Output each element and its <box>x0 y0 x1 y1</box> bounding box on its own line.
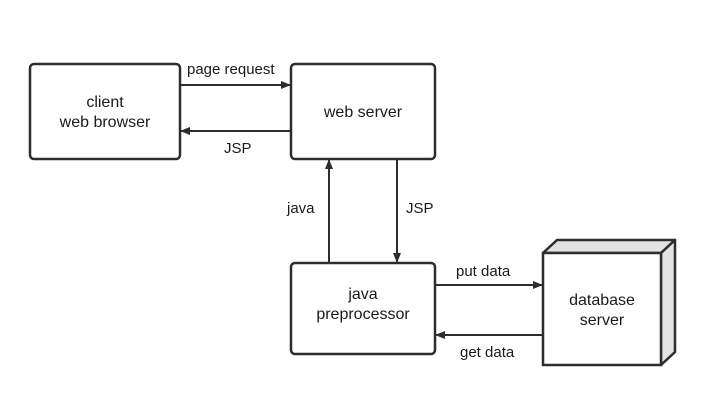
java-up-label: java <box>286 200 315 217</box>
preprocessor-label-line2: preprocessor <box>316 306 410 323</box>
jsp-to-client-edge: JSP <box>180 127 290 157</box>
jsp-to-client-label: JSP <box>224 140 252 157</box>
java-up-edge: java <box>286 159 333 262</box>
web-server-label: web server <box>323 104 403 121</box>
page-request-label: page request <box>187 61 275 78</box>
java-preprocessor-node: java preprocessor <box>289 261 437 356</box>
preprocessor-label-line1: java <box>347 286 377 303</box>
web-server-node: web server <box>289 62 437 161</box>
jsp-down-label: JSP <box>406 200 434 217</box>
get-data-label: get data <box>460 344 515 361</box>
get-data-edge: get data <box>435 331 542 361</box>
database-front-face <box>541 251 663 367</box>
database-side-face <box>659 238 677 367</box>
page-request-edge: page request <box>181 61 291 89</box>
client-web-browser-node: client web browser <box>28 62 182 161</box>
database-label-line2: server <box>580 312 625 329</box>
put-data-edge: put data <box>436 263 543 289</box>
client-label-line1: client <box>86 94 124 111</box>
client-label-line2: web browser <box>59 114 151 131</box>
put-data-label: put data <box>456 263 511 280</box>
jsp-down-edge: JSP <box>393 160 434 263</box>
database-top-face <box>541 238 677 255</box>
database-server-node: database server <box>541 238 677 367</box>
database-label-line1: database <box>569 292 635 309</box>
